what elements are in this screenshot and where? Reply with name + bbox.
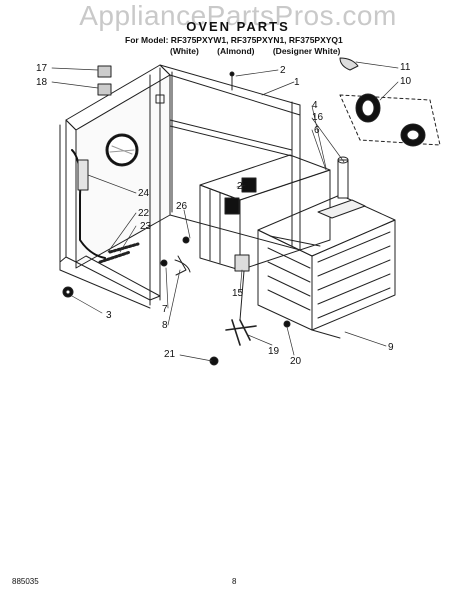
callout-19: 19 bbox=[268, 346, 280, 357]
callout-3: 3 bbox=[106, 310, 112, 321]
callout-15: 15 bbox=[232, 288, 244, 299]
callout-2: 2 bbox=[280, 65, 286, 76]
light-assembly bbox=[339, 57, 441, 147]
leader-lines bbox=[51, 61, 399, 362]
callout-17: 17 bbox=[36, 63, 48, 74]
callout-9: 9 bbox=[388, 342, 394, 353]
callout-7: 7 bbox=[162, 304, 168, 315]
callout-20: 20 bbox=[290, 356, 302, 367]
variant-designer-white: (Designer White) bbox=[272, 46, 341, 56]
callout-11: 11 bbox=[400, 62, 411, 73]
callout-labels: 17 18 2 1 11 10 4 16 6 24 25 26 22 23 15… bbox=[36, 62, 412, 367]
callout-26: 26 bbox=[176, 201, 188, 212]
callout-8: 8 bbox=[162, 320, 168, 331]
callout-6: 6 bbox=[314, 125, 320, 136]
watermark: AppliancePartsPros.com bbox=[79, 0, 397, 31]
diagram-title: OVEN PARTS bbox=[186, 19, 290, 34]
model-line: For Model: RF375PXYW1, RF375PXYN1, RF375… bbox=[125, 35, 343, 45]
color-variants: (White) (Almond) (Designer White) bbox=[170, 46, 356, 56]
callout-1: 1 bbox=[294, 77, 300, 88]
page-number: 8 bbox=[232, 577, 237, 586]
callout-25: 25 bbox=[237, 181, 249, 192]
callout-10: 10 bbox=[400, 76, 412, 87]
callout-4: 4 bbox=[312, 100, 318, 111]
front-frame bbox=[199, 154, 331, 321]
oven-liner bbox=[257, 194, 396, 339]
callout-16: 16 bbox=[312, 112, 324, 123]
callout-18: 18 bbox=[36, 77, 48, 88]
cabinet-frame bbox=[59, 64, 301, 309]
document-number: 885035 bbox=[12, 577, 39, 586]
variant-white: (White) bbox=[170, 46, 199, 56]
small-hardware bbox=[62, 65, 291, 366]
burner-tube bbox=[337, 156, 349, 199]
callout-21: 21 bbox=[164, 349, 176, 360]
variant-almond: (Almond) bbox=[217, 46, 255, 56]
callout-22: 22 bbox=[138, 208, 150, 219]
callout-24: 24 bbox=[138, 188, 150, 199]
callout-23: 23 bbox=[140, 221, 152, 232]
